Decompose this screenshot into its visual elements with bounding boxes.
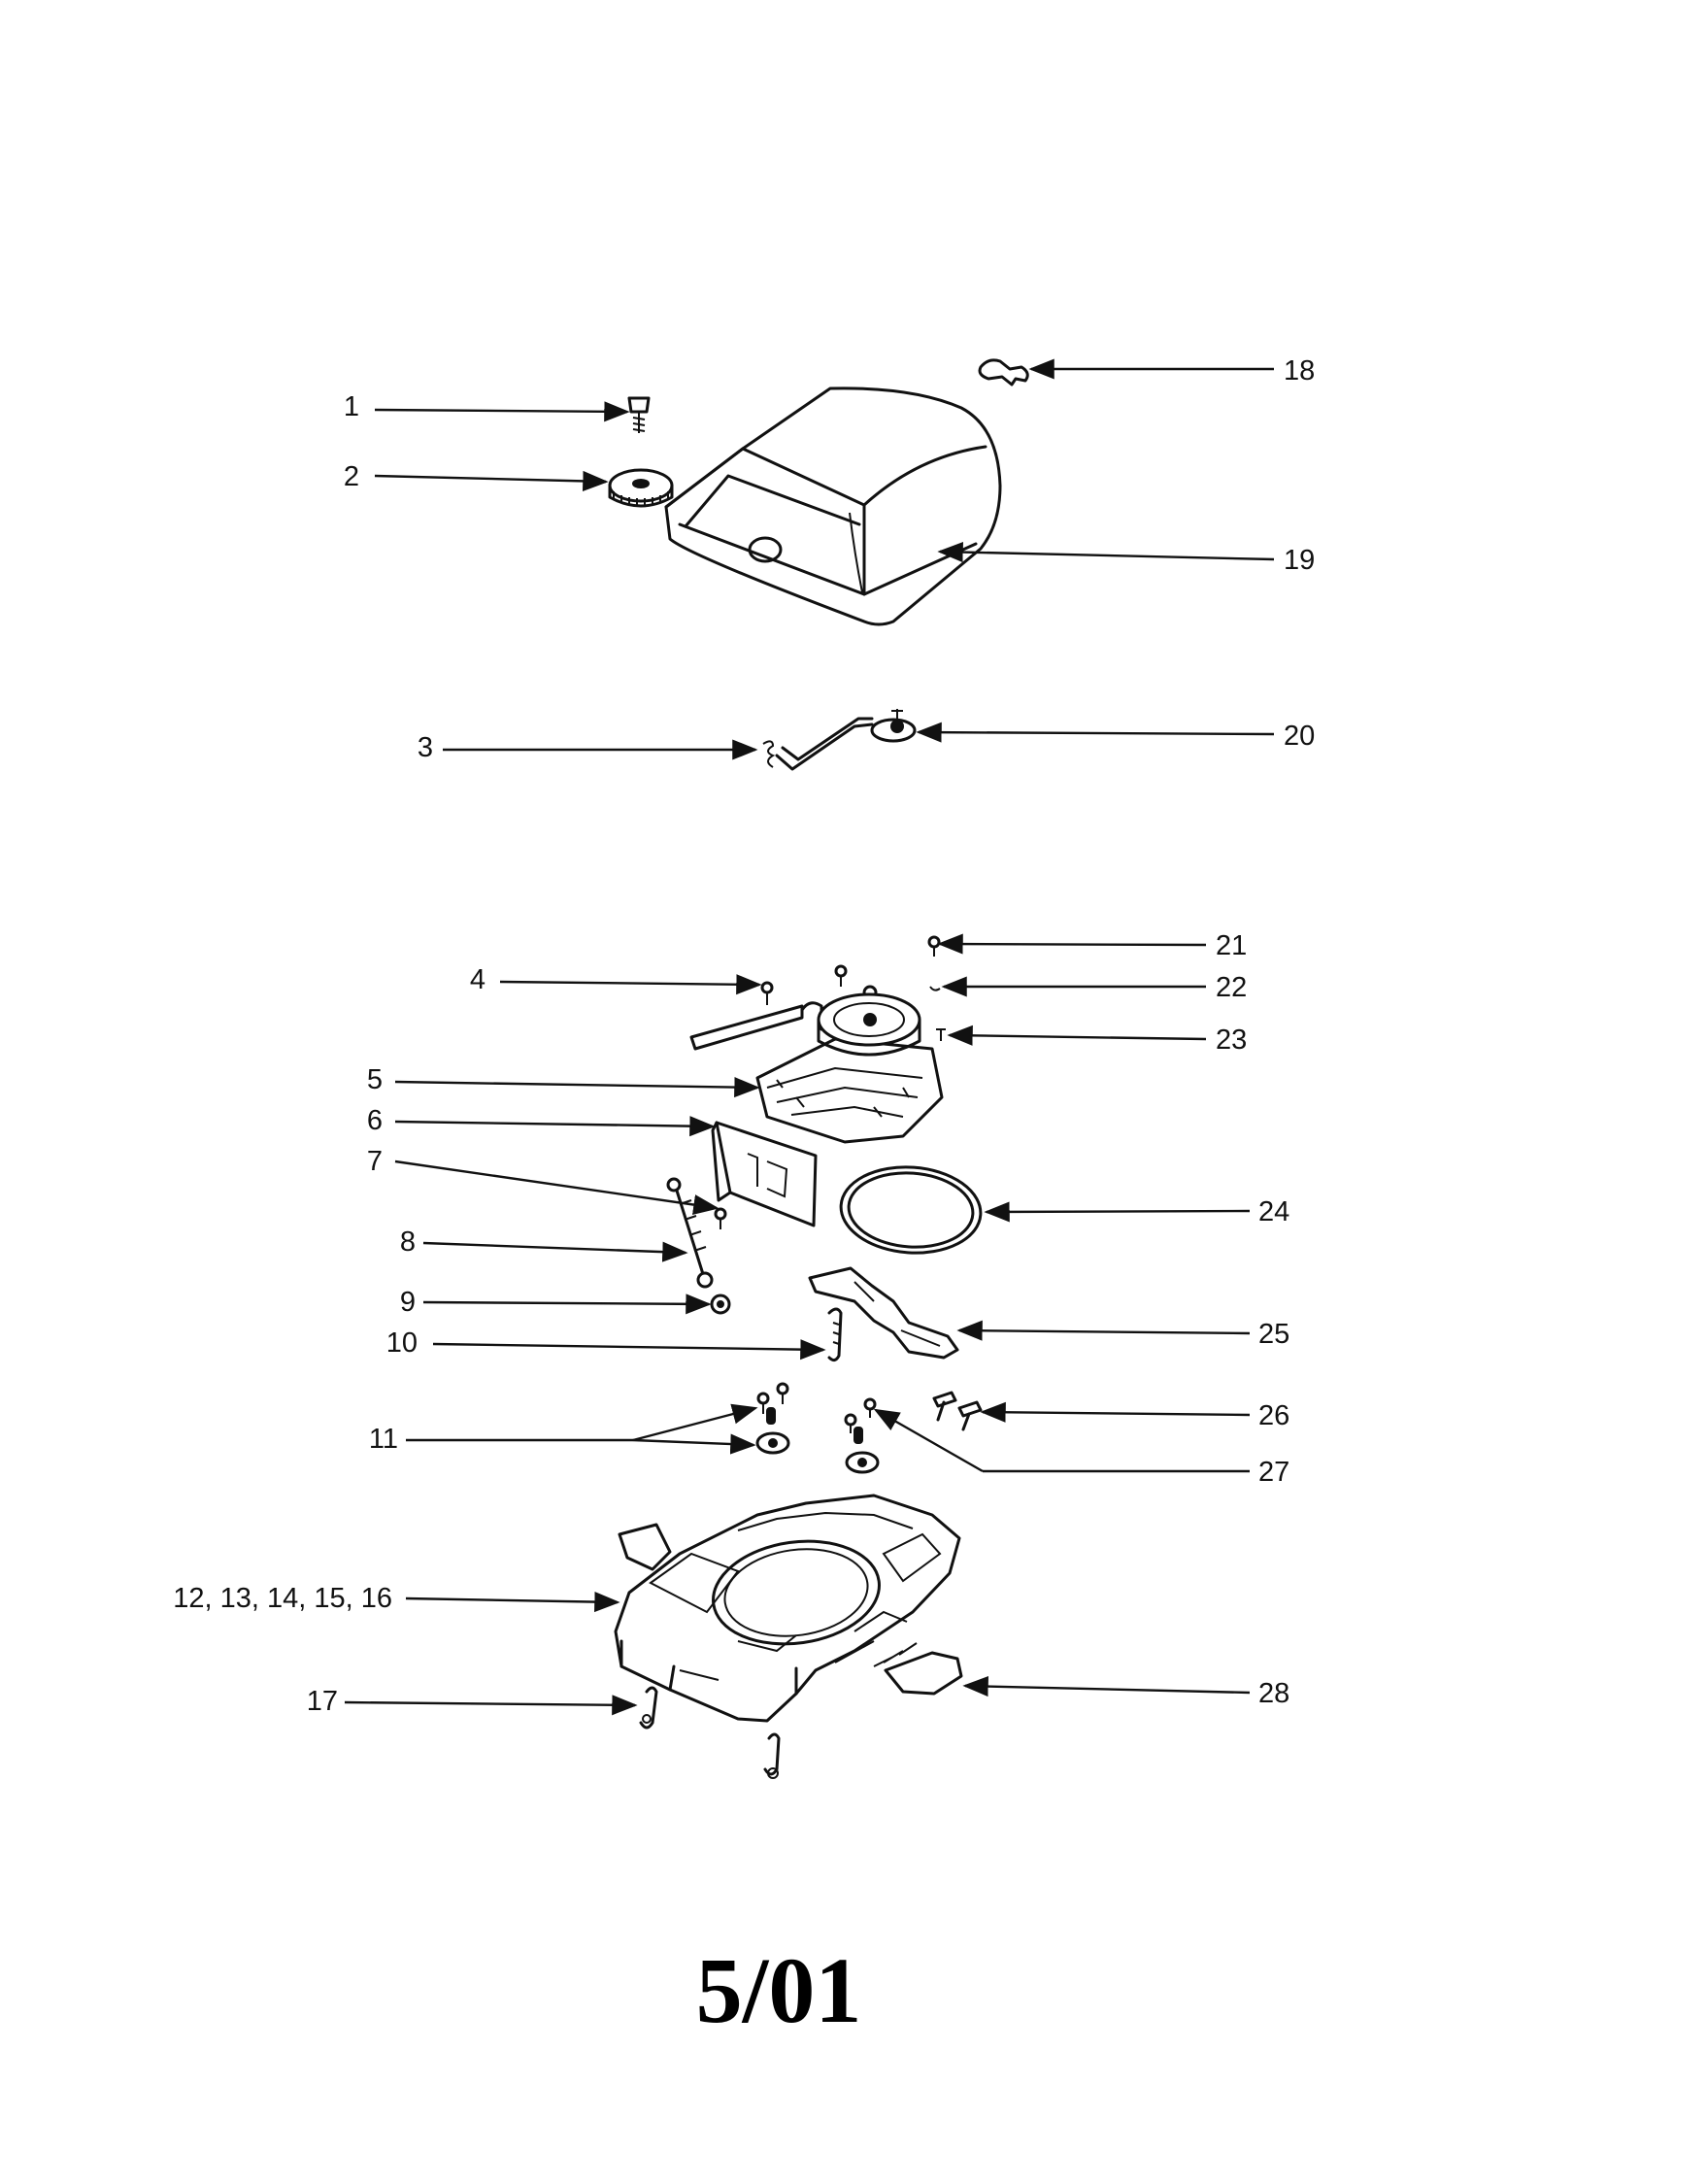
part-12-16-base-housing: [614, 1494, 961, 1723]
part-27-pad-right: [844, 1397, 880, 1474]
callout-24: 24: [1258, 1196, 1289, 1227]
callout-28: 28: [1258, 1678, 1289, 1709]
callout-12-16: 12, 13, 14, 15, 16: [173, 1583, 392, 1614]
callout-21: 21: [1216, 930, 1247, 961]
callout-1: 1: [344, 391, 359, 422]
callout-19: 19: [1284, 545, 1315, 576]
callout-18: 18: [1284, 355, 1315, 386]
bottom-hook: [763, 1732, 781, 1779]
callout-7: 7: [367, 1146, 383, 1177]
part-10-spring-hook: [827, 1307, 843, 1362]
part-24-belt: [839, 1165, 983, 1255]
callout-23: 23: [1216, 1025, 1247, 1056]
part-6-bracket-plate: [711, 1121, 818, 1227]
callout-3: 3: [418, 732, 433, 763]
part-8-link-rod: [666, 1177, 714, 1289]
part-9-nut: [710, 1294, 731, 1315]
part-7-screw: [714, 1207, 727, 1229]
part-21-screw: [927, 935, 941, 957]
part-25-lever-arm: [808, 1266, 959, 1360]
leader-lines: [344, 358, 1275, 1716]
callout-25: 25: [1258, 1319, 1289, 1350]
part-5-motor-assembly: [689, 992, 944, 1144]
callout-27: 27: [1258, 1457, 1289, 1488]
part-2-gear-knob: [608, 468, 674, 508]
part-3-spring-end: [762, 740, 776, 768]
callout-20: 20: [1284, 721, 1315, 752]
callout-11: 11: [369, 1424, 398, 1455]
part-23-screw: [936, 1028, 946, 1041]
part-20-bent-rod: [775, 709, 917, 771]
callout-10: 10: [386, 1327, 418, 1359]
callout-8: 8: [400, 1226, 416, 1258]
callout-9: 9: [400, 1287, 416, 1318]
callout-5: 5: [367, 1064, 383, 1095]
footer-date: 5/01: [696, 1938, 862, 2042]
callout-26: 26: [1258, 1400, 1289, 1431]
part-18-clip: [978, 358, 1029, 386]
callout-6: 6: [367, 1105, 383, 1136]
part-1-knob-screw: [627, 396, 651, 433]
part-11-pad-left: [755, 1382, 790, 1455]
callout-4: 4: [470, 964, 485, 995]
part-26-pins: [932, 1391, 983, 1431]
part-22-clip: [929, 986, 941, 991]
part-19-hood-cover: [664, 386, 1002, 626]
callout-22: 22: [1216, 972, 1247, 1003]
callout-2: 2: [344, 461, 359, 492]
part-4-screw: [760, 981, 774, 1005]
callout-17: 17: [307, 1686, 338, 1717]
part-17-hook: [639, 1686, 658, 1730]
part-28-foot-plate: [884, 1651, 963, 1696]
